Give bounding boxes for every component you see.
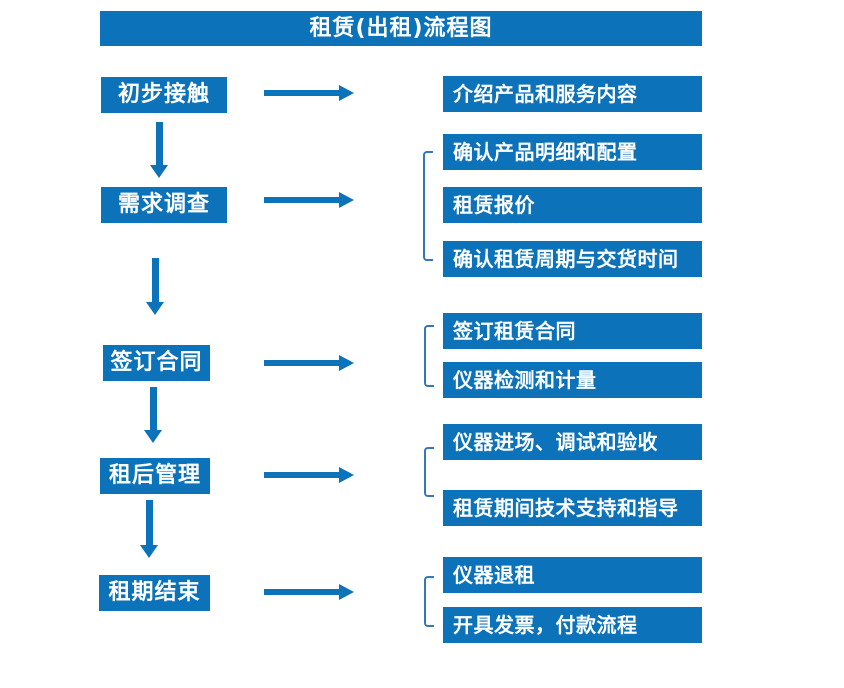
down-arrow-shaft [155,122,163,165]
detail-instrument-return: 仪器退租 [443,557,702,593]
detail-rental-quote: 租赁报价 [443,187,702,223]
detail-invoice-payment-process: 开具发票，付款流程 [443,607,702,643]
detail-introduce-products-services: 介绍产品和服务内容 [443,76,702,112]
down-arrow-4-icon [140,500,158,558]
group-bracket-demand-survey [423,151,433,261]
down-arrow-head [150,165,168,178]
right-arrow-1-icon [264,85,354,101]
down-arrow-3-icon [144,387,162,443]
step-demand-survey: 需求调查 [101,187,227,223]
detail-confirm-rental-period-delivery: 确认租赁周期与交货时间 [443,241,702,277]
right-arrow-4-icon [264,467,354,483]
down-arrow-shaft [145,500,153,545]
step-lease-end: 租期结束 [99,575,210,611]
right-arrow-3-icon [264,355,354,371]
down-arrow-1-icon [150,122,168,178]
down-arrow-shaft [151,258,159,302]
detail-rental-tech-support-guidance: 租赁期间技术支持和指导 [443,490,702,526]
right-arrow-head [339,584,354,600]
right-arrow-5-icon [264,584,354,600]
right-arrow-head [339,355,354,371]
right-arrow-head [339,467,354,483]
right-arrow-shaft [264,360,339,366]
right-arrow-shaft [264,589,339,595]
down-arrow-2-icon [146,258,164,315]
flowchart-title: 租赁(出租)流程图 [100,11,702,46]
detail-sign-rental-contract: 签订租赁合同 [443,313,702,349]
step-sign-contract: 签订合同 [103,345,210,381]
right-arrow-head [339,85,354,101]
step-initial-contact: 初步接触 [101,77,227,113]
right-arrow-shaft [264,197,339,203]
right-arrow-shaft [264,472,339,478]
down-arrow-head [146,302,164,315]
detail-instrument-testing-metering: 仪器检测和计量 [443,362,702,398]
step-post-rental-management: 租后管理 [100,458,210,494]
right-arrow-2-icon [264,192,354,208]
down-arrow-shaft [149,387,157,430]
right-arrow-head [339,192,354,208]
group-bracket-post-rental [424,447,434,497]
detail-confirm-product-details-config: 确认产品明细和配置 [443,134,702,170]
group-bracket-lease-end [424,576,434,627]
right-arrow-shaft [264,90,339,96]
down-arrow-head [144,430,162,443]
down-arrow-head [140,545,158,558]
detail-instrument-entry-debug-acceptance: 仪器进场、调试和验收 [443,424,702,460]
group-bracket-sign-contract [424,325,434,387]
